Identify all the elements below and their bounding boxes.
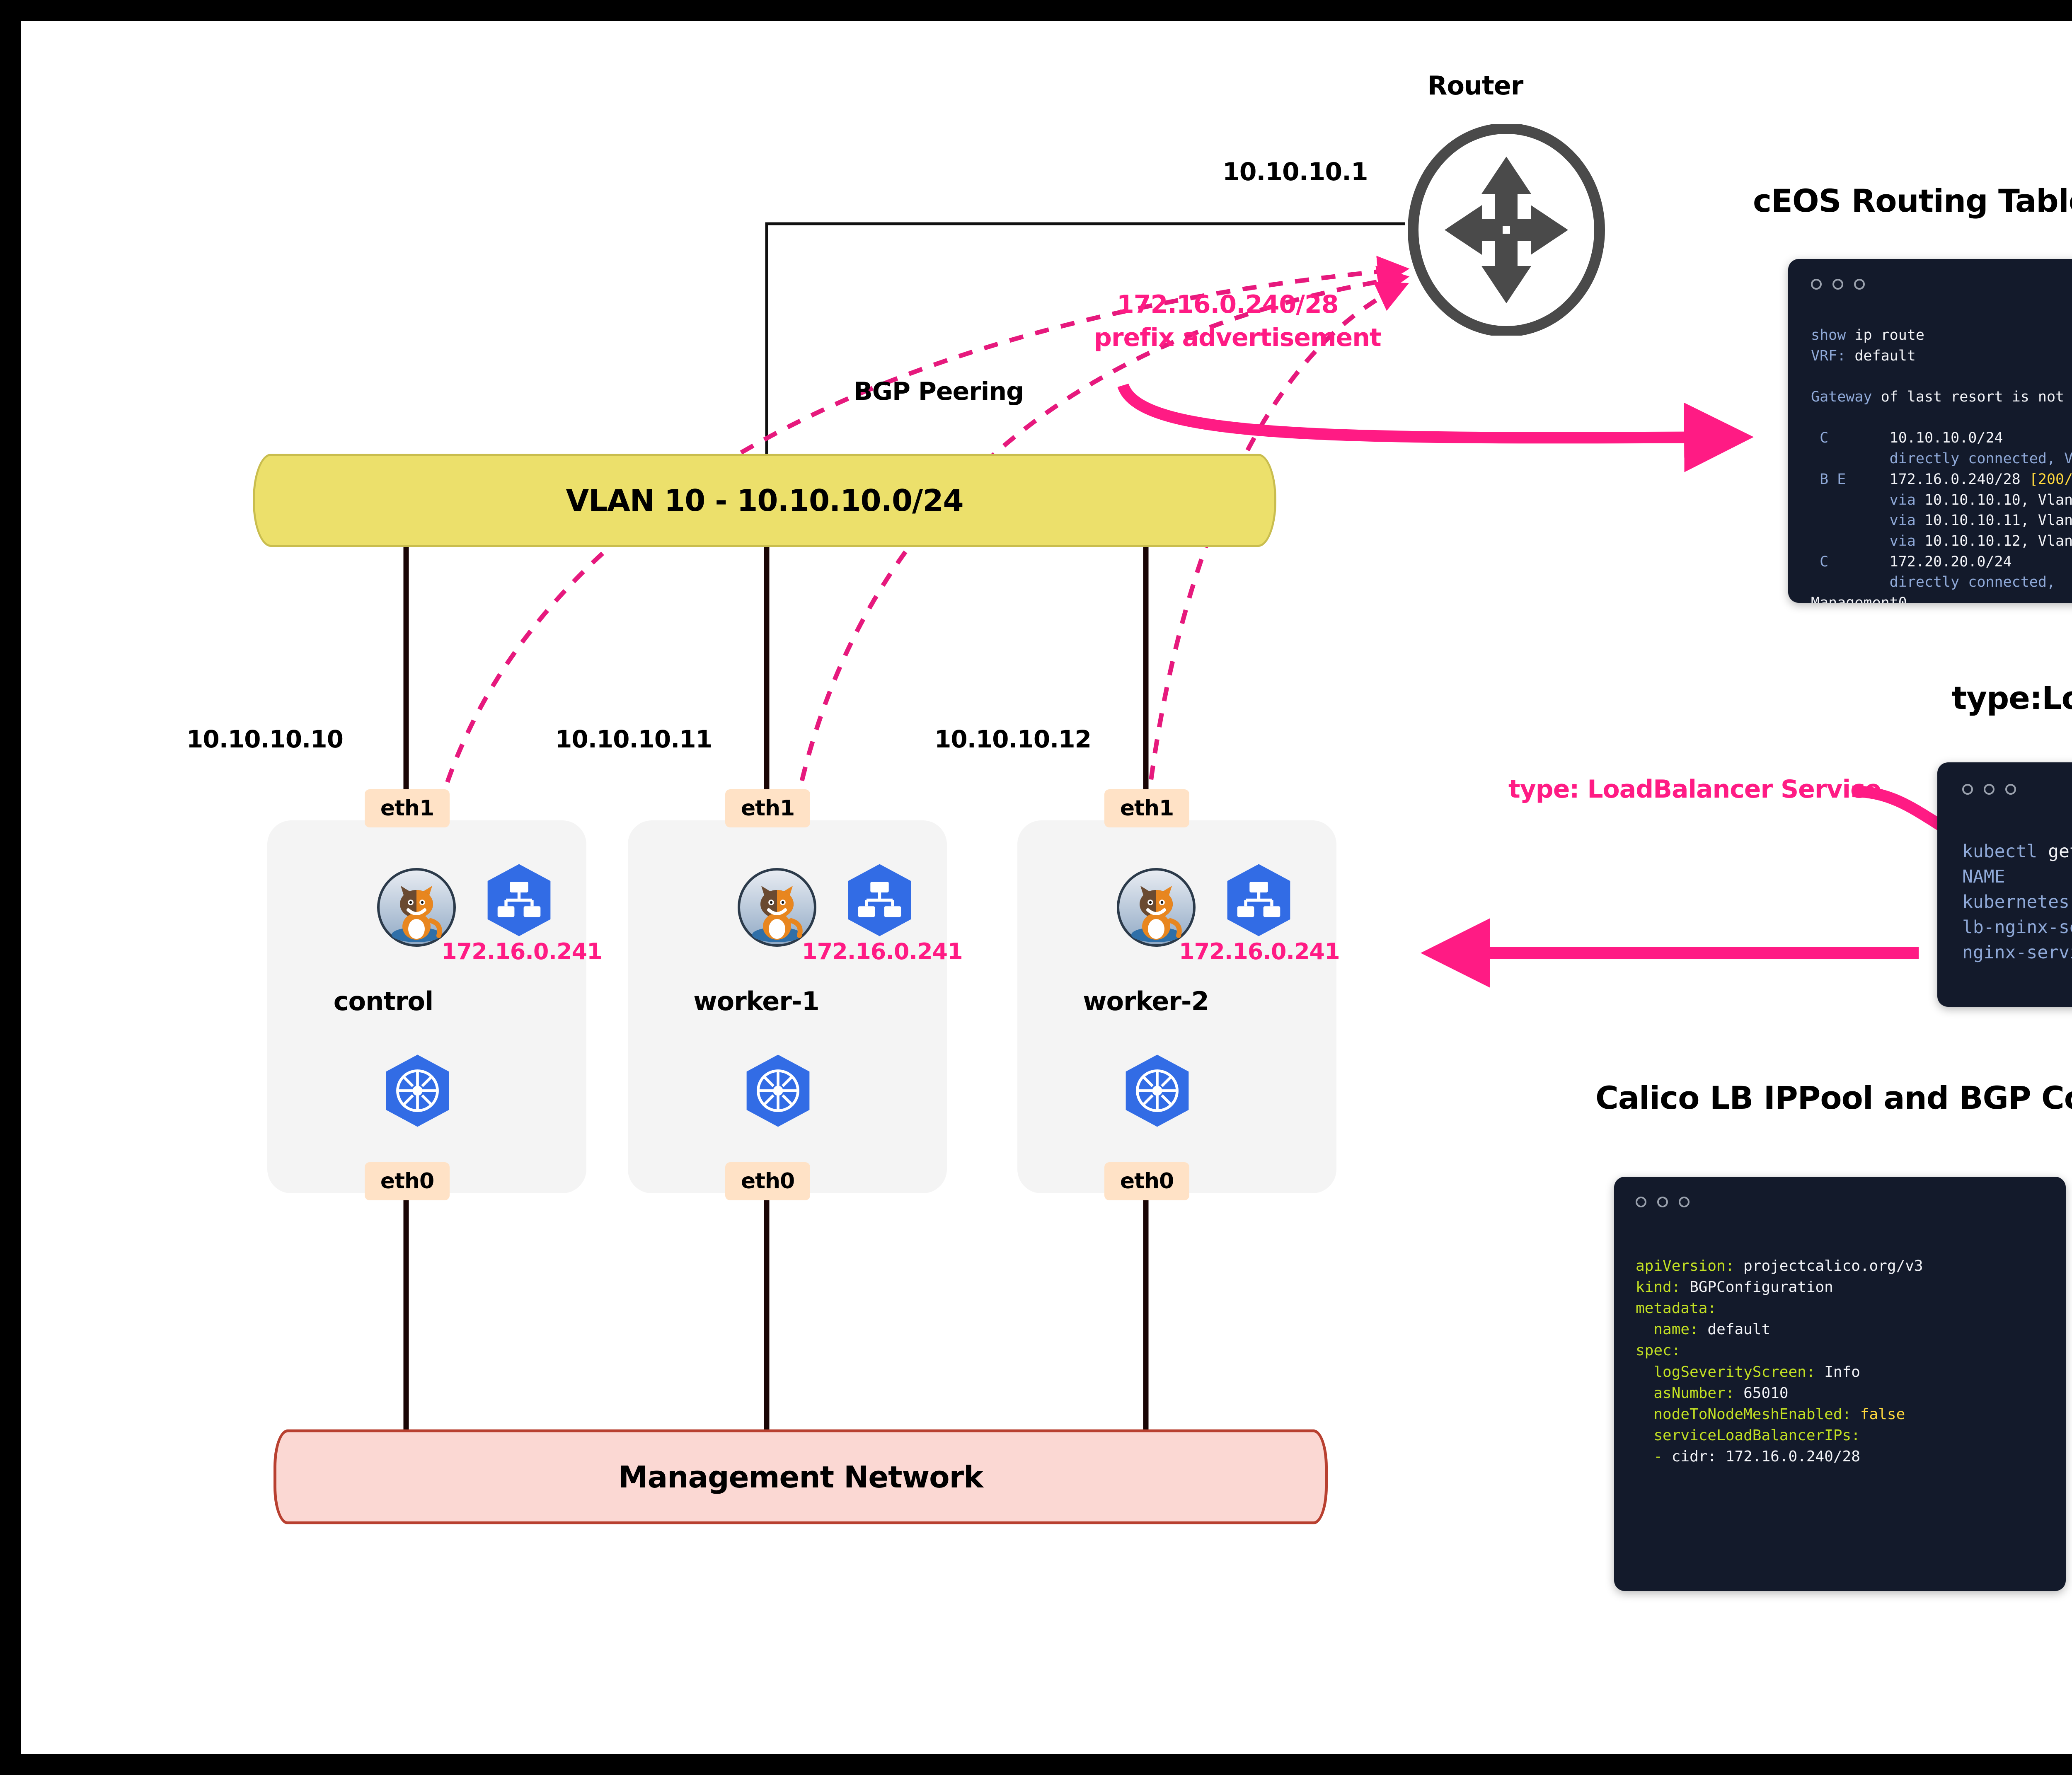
node-control-nic-eth0: eth0 — [365, 1162, 450, 1200]
node-worker-2-lb-ip: 172.16.0.241 — [1179, 938, 1340, 965]
kubernetes-icon — [1126, 1054, 1189, 1127]
node-worker-1-nic-eth1: eth1 — [725, 789, 810, 827]
vlan-bar-label: VLAN 10 - 10.10.10.0/24 — [566, 483, 963, 518]
window-dot-minimize[interactable] — [1984, 784, 1995, 795]
k8s-service-icon — [487, 864, 551, 936]
node-ip-worker-1: 10.10.10.11 — [555, 725, 712, 753]
node-worker-1-lb-ip: 172.16.0.241 — [802, 938, 963, 965]
node-worker-1-name: worker-1 — [693, 986, 820, 1016]
window-dot-minimize[interactable] — [1657, 1197, 1668, 1207]
routing-table-code: show ip route VRF: default Gateway of la… — [1811, 327, 2072, 603]
bgp-peering-label: BGP Peering — [854, 377, 1024, 406]
router-icon — [1408, 124, 1605, 336]
calico-cat-icon — [1117, 868, 1196, 947]
lb-service-annotation: type: LoadBalancer Service — [1508, 775, 1881, 804]
k8s-service-icon — [1227, 864, 1290, 936]
calico-cat-icon — [377, 868, 456, 947]
nic-label: eth0 — [741, 1169, 795, 1194]
router-ip-label: 10.10.10.1 — [1222, 157, 1368, 186]
heading-ceos-routing-table: cEOS Routing Table — [1753, 182, 2072, 219]
bgp-peering-worker1 — [779, 266, 1410, 912]
window-dots — [1636, 1197, 1690, 1207]
window-dot-maximize[interactable] — [2005, 784, 2016, 795]
router-label-title: Router — [1427, 70, 1524, 101]
management-network-label: Management Network — [618, 1459, 983, 1494]
calico-cat-icon — [738, 868, 816, 947]
nic-label: eth1 — [1120, 796, 1174, 821]
prefix-advertisement-arrow — [1117, 383, 1754, 472]
window-dot-close[interactable] — [1811, 279, 1822, 290]
kubernetes-icon — [386, 1054, 449, 1127]
router-uplink — [765, 222, 1405, 456]
node-worker-2-nic-eth0: eth0 — [1104, 1162, 1189, 1200]
bgp-peering-control — [418, 256, 1410, 912]
window-dot-close[interactable] — [1962, 784, 1973, 795]
node-worker-2-name: worker-2 — [1083, 986, 1209, 1016]
management-network-bar: Management Network — [274, 1429, 1328, 1524]
vlan-bar: VLAN 10 - 10.10.10.0/24 — [253, 454, 1276, 547]
heading-loadbalancer-ip: type:LoadBalancer IP — [1952, 680, 2072, 716]
terminal-calico-bgpconfiguration: apiVersion: projectcalico.org/v3 kind: B… — [1614, 1177, 2066, 1591]
k8s-service-icon — [848, 864, 911, 936]
calico-bgpconfiguration-code: apiVersion: projectcalico.org/v3 kind: B… — [1636, 1257, 1923, 1465]
window-dot-maximize[interactable] — [1679, 1197, 1690, 1207]
terminal-routing-table: show ip route VRF: default Gateway of la… — [1788, 259, 2072, 603]
window-dot-maximize[interactable] — [1854, 279, 1865, 290]
window-dots — [1962, 784, 2016, 795]
node-ip-worker-2: 10.10.10.12 — [934, 725, 1092, 753]
prefix-advertisement-line1: 172.16.0.240/28 — [1117, 290, 1339, 319]
prefix-advertisement-line2: prefix advertisement — [1094, 323, 1382, 352]
nic-label: eth1 — [741, 796, 795, 821]
nic-label: eth1 — [380, 796, 434, 821]
nic-label: eth0 — [380, 1169, 434, 1194]
kubernetes-icon — [746, 1054, 810, 1127]
kubectl-code: kubectl get services -n default NAME TYP… — [1962, 841, 2072, 963]
terminal-kubectl-services: kubectl get services -n default NAME TYP… — [1937, 762, 2072, 1007]
node-control-name: control — [333, 986, 434, 1016]
node-worker-1-nic-eth0: eth0 — [725, 1162, 810, 1200]
node-control-lb-ip: 172.16.0.241 — [441, 938, 603, 965]
window-dots — [1811, 279, 1865, 290]
nic-label: eth0 — [1120, 1169, 1174, 1194]
heading-calico-config: Calico LB IPPool and BGP Configuration — [1595, 1079, 2072, 1116]
window-dot-close[interactable] — [1636, 1197, 1646, 1207]
node-worker-2-nic-eth1: eth1 — [1104, 789, 1189, 827]
node-ip-control: 10.10.10.10 — [186, 725, 344, 753]
window-dot-minimize[interactable] — [1832, 279, 1843, 290]
node-control-nic-eth1: eth1 — [365, 789, 450, 827]
diagram-canvas: Router 10.10.10.1 BGP Peering 172.16.0.2… — [21, 21, 2072, 1754]
